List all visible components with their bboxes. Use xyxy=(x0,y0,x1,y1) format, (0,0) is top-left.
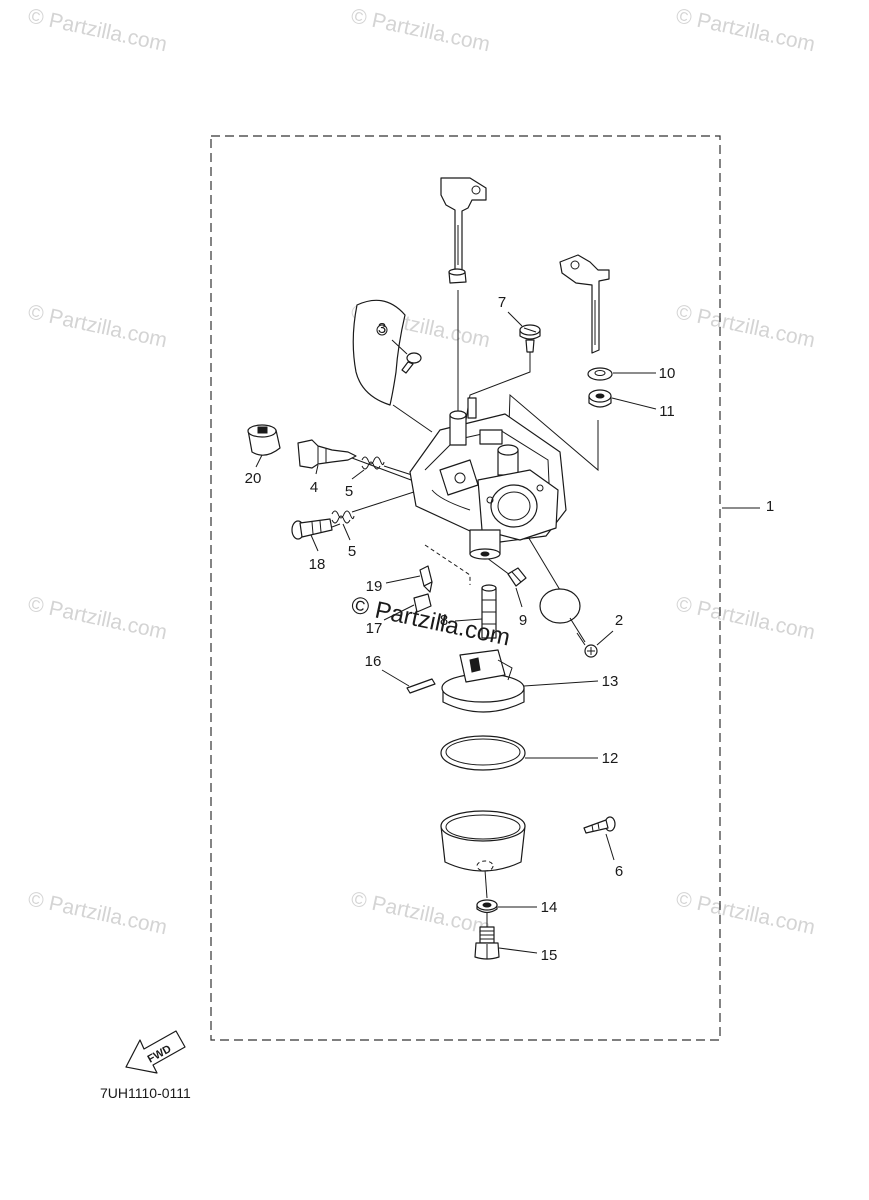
leader-line-13 xyxy=(523,680,599,687)
bushing-part-11 xyxy=(588,389,612,408)
callout-label-13: 13 xyxy=(602,673,619,690)
washer-part-14 xyxy=(476,899,498,914)
fwd-arrow-icon xyxy=(125,1030,186,1074)
main-nozzle-part-8 xyxy=(481,584,497,639)
watermark-text: © Partzilla.com xyxy=(349,887,492,939)
callout-label-9: 9 xyxy=(519,612,527,629)
callout-label-10: 10 xyxy=(659,365,676,382)
watermark-text: © Partzilla.com xyxy=(26,300,169,352)
callout-label-6: 6 xyxy=(615,863,623,880)
leader-line-16 xyxy=(381,669,410,687)
leader-line-3 xyxy=(391,339,408,355)
leader-line-20 xyxy=(255,454,263,468)
callout-label-1: 1 xyxy=(766,498,774,515)
leader-line-2 xyxy=(596,630,614,646)
screw-part-2 xyxy=(584,644,598,658)
washer-part-10 xyxy=(587,367,613,381)
watermark-text: © Partzilla.com xyxy=(349,4,492,56)
callout-label-5-upper: 5 xyxy=(345,483,353,500)
choke-lever-part xyxy=(559,254,610,354)
gasket-part-12 xyxy=(440,735,526,771)
screw-part-7 xyxy=(519,324,541,353)
cap-part-20 xyxy=(247,424,281,456)
leader-line-7 xyxy=(507,311,523,327)
callout-label-2: 2 xyxy=(615,612,623,629)
throttle-lever-part xyxy=(440,177,487,284)
watermark-text: © Partzilla.com xyxy=(674,4,817,56)
diagram-code: 7UH1110-0111 xyxy=(100,1085,191,1101)
callout-label-11: 11 xyxy=(659,403,675,420)
needle-valve-part-19 xyxy=(419,565,433,593)
leader-line-15 xyxy=(498,947,538,954)
watermark-text: © Partzilla.com xyxy=(674,300,817,352)
callout-label-14: 14 xyxy=(541,899,558,916)
watermark-text: © Partzilla.com xyxy=(26,887,169,939)
pilot-screw-part-4 xyxy=(297,439,357,469)
float-part-13 xyxy=(441,649,525,713)
fwd-arrow: FWD xyxy=(125,1030,186,1074)
screw-part-3 xyxy=(401,352,422,374)
leader-line-4 xyxy=(315,464,319,475)
spring-part-5-upper xyxy=(361,456,385,470)
callout-label-12: 12 xyxy=(602,750,619,767)
leader-line-6 xyxy=(605,833,615,861)
carburetor-body-part xyxy=(409,397,567,560)
watermark-text: © Partzilla.com xyxy=(674,592,817,644)
watermark-text: © Partzilla.com xyxy=(674,887,817,939)
choke-plate-part xyxy=(352,299,406,406)
leader-line-18 xyxy=(310,534,319,552)
leader-line-9 xyxy=(515,587,523,608)
main-jet-part-9 xyxy=(507,567,527,587)
callout-label-18: 18 xyxy=(309,556,326,573)
callout-label-8: 8 xyxy=(440,612,448,629)
callout-label-4: 4 xyxy=(310,479,318,496)
callout-label-3: 3 xyxy=(378,320,386,337)
leader-line-19 xyxy=(385,575,421,584)
leader-line-11 xyxy=(611,397,657,410)
callout-label-16: 16 xyxy=(365,653,382,670)
assembly-frame xyxy=(210,135,721,1041)
callout-label-15: 15 xyxy=(541,947,558,964)
leader-line-5a xyxy=(351,469,365,480)
screw-part-6 xyxy=(583,816,616,834)
callout-label-17: 17 xyxy=(366,620,383,637)
leader-line-5b xyxy=(342,523,351,541)
watermark-text: © Partzilla.com xyxy=(26,592,169,644)
leader-line-17 xyxy=(383,604,415,621)
callout-label-19: 19 xyxy=(366,578,383,595)
float-bowl-part xyxy=(440,810,526,872)
callout-label-20: 20 xyxy=(245,470,262,487)
leader-lines xyxy=(255,311,760,954)
callout-label-5-lower: 5 xyxy=(348,543,356,560)
clip-part-17 xyxy=(413,593,432,613)
float-pin-part-16 xyxy=(406,678,436,694)
disc-part xyxy=(539,588,586,643)
screw-part-18 xyxy=(291,518,333,540)
spring-part-5-lower xyxy=(331,510,355,524)
watermark-text: © Partzilla.com xyxy=(26,4,169,56)
drain-bolt-part-15 xyxy=(474,926,500,960)
leader-line-8 xyxy=(454,618,483,622)
callout-labels: 1 2 3 4 5 5 6 7 8 9 10 11 12 13 14 15 16… xyxy=(245,294,775,964)
callout-label-7: 7 xyxy=(498,294,506,311)
